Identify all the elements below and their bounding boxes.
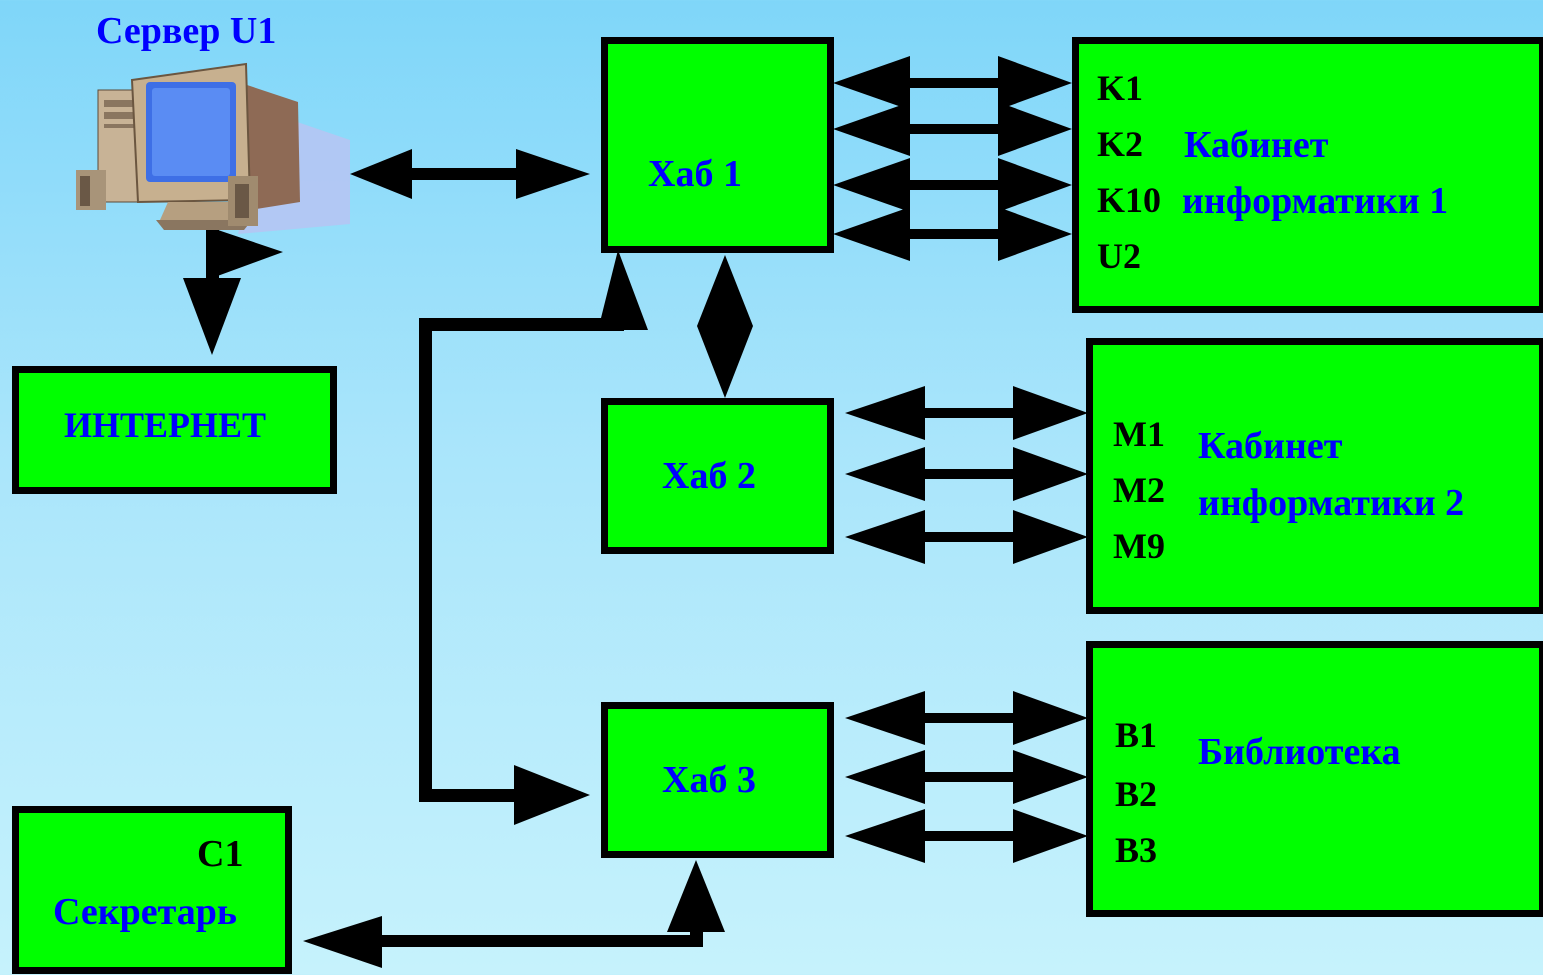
hub-2-label: Хаб 2: [662, 455, 756, 497]
hub1-room1-links: [833, 56, 1072, 261]
computer-label: B1: [1115, 715, 1158, 755]
internet-box: ИНТЕРНЕТ: [12, 366, 337, 494]
hub-2-box: Хаб 2: [601, 398, 834, 554]
secretary-computer-label: C1: [197, 833, 244, 875]
room-title-line2: информатики 1: [1182, 180, 1449, 222]
room-title-line1: Кабинет: [1184, 124, 1329, 166]
hub1-hub2-link: [697, 255, 753, 398]
computer-label: K2: [1097, 124, 1144, 164]
hub-1-box: Хаб 1: [601, 37, 834, 253]
internet-label: ИНТЕРНЕТ: [64, 405, 267, 445]
arrowhead-left: [350, 149, 412, 199]
computer-label: B3: [1115, 830, 1158, 870]
hub-3-label: Хаб 3: [662, 759, 756, 801]
library-title: Библиотека: [1198, 731, 1401, 773]
computer-label: M2: [1113, 470, 1165, 510]
computer-label: M1: [1113, 414, 1165, 454]
computer-label: M9: [1113, 526, 1165, 566]
room-title-line1: Кабинет: [1198, 425, 1343, 467]
computer-label: B2: [1115, 774, 1158, 814]
room-title-line2: информатики 2: [1198, 482, 1465, 524]
hub-3-box: Хаб 3: [601, 702, 834, 858]
server-hub1-line: [412, 168, 522, 180]
server-computer-icon: [76, 62, 350, 234]
hub2-room2-links: [845, 386, 1088, 564]
hub3-library-links: [845, 691, 1088, 863]
secretary-label: Секретарь: [53, 891, 238, 933]
computer-label: K10: [1097, 180, 1162, 220]
secretary-hub3-link: [303, 860, 725, 968]
computer-label: U2: [1097, 236, 1141, 276]
arrowhead-right: [516, 149, 590, 199]
server-label: Сервер U1: [96, 10, 277, 52]
room-informatics-2-box: M1 M2 M9 Кабинет информатики 2: [1086, 338, 1543, 614]
arrowhead-right: [212, 228, 283, 278]
room-informatics-1-box: K1 K2 K10 U2 Кабинет информатики 1: [1072, 37, 1543, 313]
hub1-hub3-link: [419, 250, 648, 825]
computer-label: K1: [1097, 68, 1144, 108]
hub-1-label: Хаб 1: [648, 153, 742, 195]
secretary-box: C1 Секретарь: [12, 806, 292, 974]
library-box: B1 B2 B3 Библиотека: [1086, 641, 1543, 917]
arrowhead-down: [183, 278, 241, 355]
